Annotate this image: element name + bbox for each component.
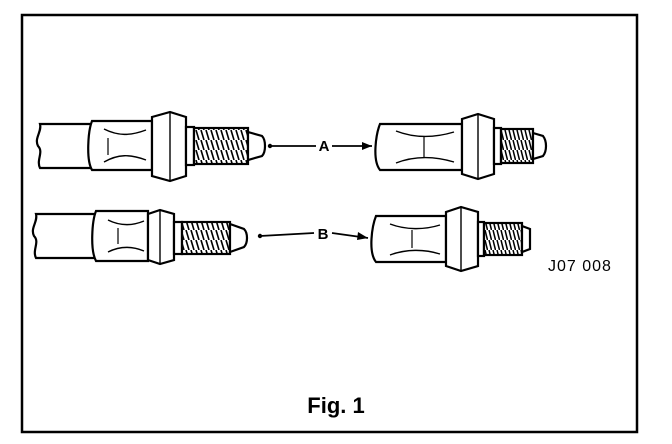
sleeve-a-right <box>374 122 464 172</box>
fitting-b-right <box>370 205 532 273</box>
figure-caption: Fig. 1 <box>307 393 365 418</box>
sleeve-b-right <box>370 214 448 264</box>
thread-a-right <box>499 127 535 165</box>
hex-nut-b-left <box>146 208 176 266</box>
reference-code: J07 008 <box>548 258 612 275</box>
thread-b-right <box>482 221 524 257</box>
fitting-a-left <box>35 110 267 183</box>
callout-a-label: A <box>319 138 330 155</box>
figure-frame <box>20 13 639 434</box>
sleeve-b-left <box>91 209 150 263</box>
callout-b: B <box>257 226 369 243</box>
thread-a-left <box>192 126 250 166</box>
hex-nut-b-right <box>444 205 480 273</box>
sleeve-a-left <box>87 119 154 172</box>
thread-b-left <box>180 220 232 256</box>
callout-b-label: B <box>318 226 329 243</box>
fitting-b-left <box>31 208 249 266</box>
fitting-a-right <box>374 112 548 181</box>
hex-nut-a-left <box>150 110 188 183</box>
callout-a: A <box>267 138 372 155</box>
hose-b-left <box>31 212 102 260</box>
hose-a-left <box>35 122 100 170</box>
